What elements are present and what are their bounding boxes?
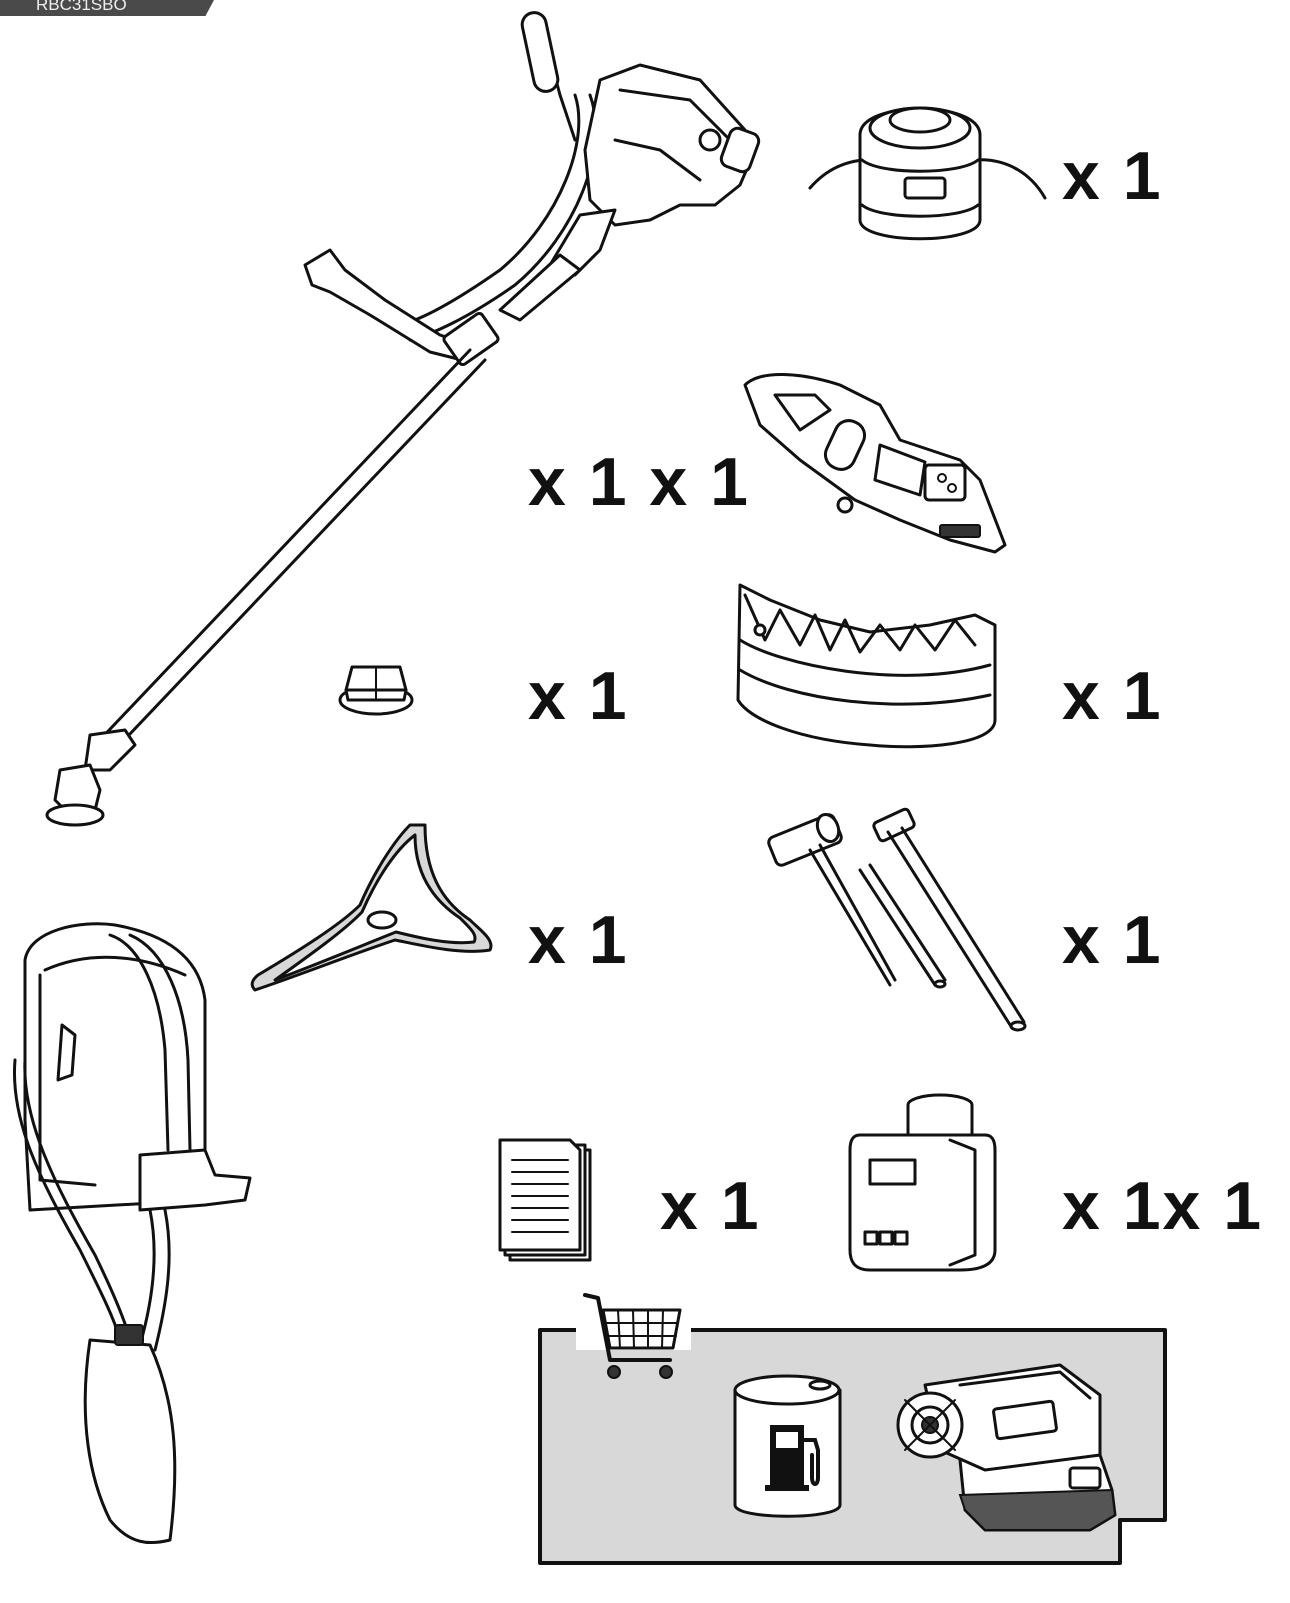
tools-quantity: x 1: [1062, 902, 1163, 978]
tools-illustration: [767, 807, 1027, 1032]
nut-illustration: [338, 665, 414, 716]
trimmer-head-illustration: [808, 106, 1047, 241]
trimmer-head-quantity: x 1: [1062, 138, 1163, 214]
cover-quantity: x 1 x 1: [528, 444, 750, 520]
model-label: RBC31SBO: [0, 0, 214, 16]
nut-quantity: x 1: [528, 658, 629, 734]
fuel-pump-icon: [765, 1425, 820, 1491]
blade-illustration: [250, 823, 493, 992]
oil-bottle-illustration: [848, 1093, 997, 1272]
grass-guard-illustration: [736, 583, 997, 749]
manual-quantity: x 1: [660, 1168, 761, 1244]
charger-illustration: [896, 1363, 1117, 1532]
harness-illustration: [12, 922, 252, 1545]
manual-illustration: [498, 1138, 592, 1262]
guard-quantity: x 1: [1062, 658, 1163, 734]
oil-quantity: x 1x 1: [1062, 1168, 1264, 1244]
shopping-cart-icon: [583, 1293, 682, 1379]
blade-quantity: x 1: [528, 902, 629, 978]
guard-cover-illustration: [743, 373, 1007, 554]
brush-cutter-illustration: [45, 11, 761, 827]
